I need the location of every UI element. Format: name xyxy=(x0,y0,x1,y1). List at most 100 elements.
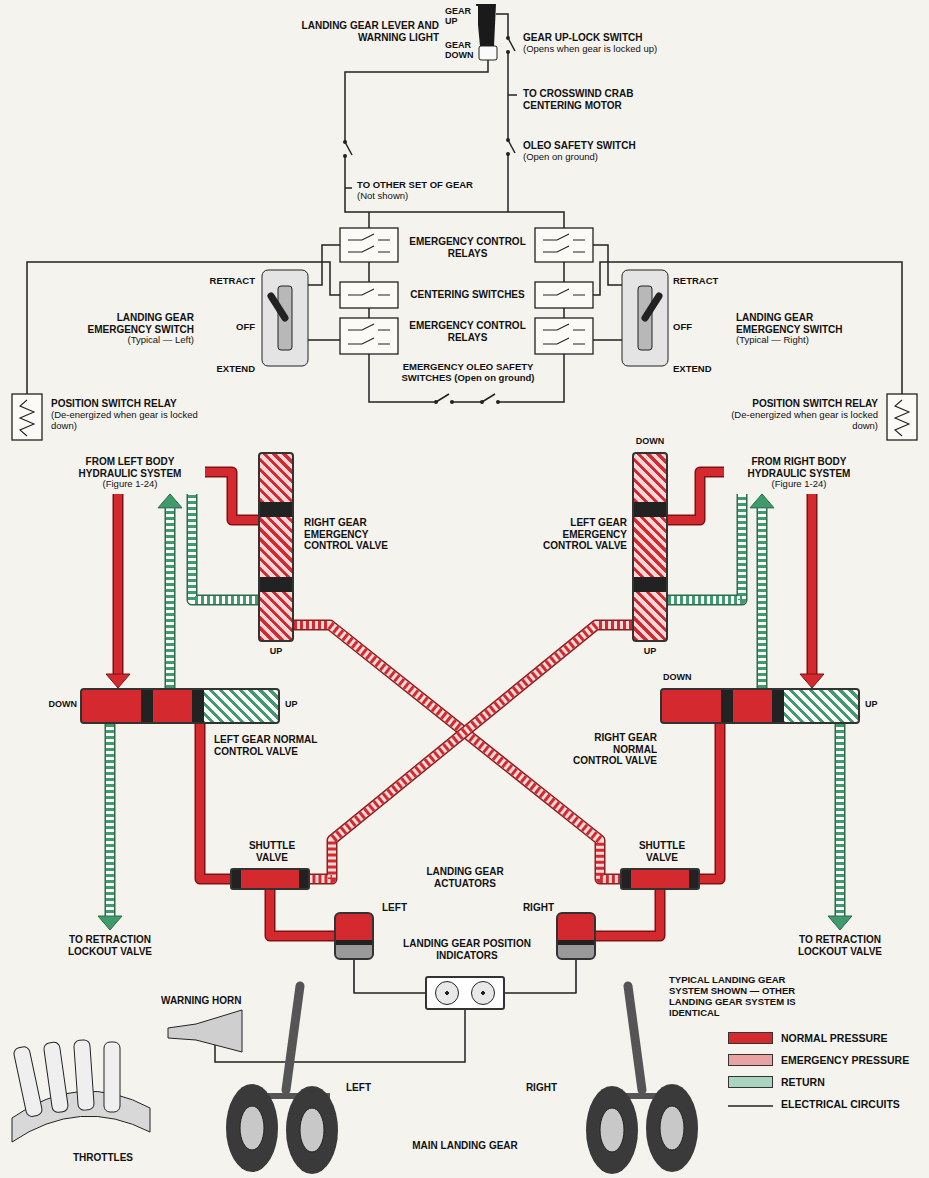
component-label: LEFT GEAR EMERGENCY CONTROL VALVE xyxy=(522,517,627,552)
legend-row: ELECTRICAL CIRCUITS xyxy=(728,1098,900,1110)
relay-contacts xyxy=(20,400,34,436)
emergency-switch xyxy=(622,270,668,366)
callout-label: TO OTHER SET OF GEAR xyxy=(356,180,496,191)
return-line xyxy=(192,494,258,600)
throttles xyxy=(13,1046,43,1118)
callout-label: THROTTLES xyxy=(72,1152,162,1164)
control-wiring xyxy=(507,52,509,140)
return-line xyxy=(840,724,841,916)
relay-box xyxy=(12,394,42,440)
return-line xyxy=(757,508,768,688)
normal-pressure-line xyxy=(700,724,720,879)
return-line xyxy=(166,508,174,688)
gear-lever xyxy=(476,4,497,60)
callout-label: EMERGENCY CONTROL RELAYS xyxy=(405,236,530,259)
component-label: SHUTTLE VALVE xyxy=(242,840,302,863)
switch-contact xyxy=(506,138,510,142)
source-title: FROM RIGHT BODY HYDRAULIC SYSTEM xyxy=(728,456,870,479)
callout-label: POSITION SWITCH RELAY xyxy=(50,398,225,410)
main-landing-gear xyxy=(286,986,300,1090)
relay-box xyxy=(340,282,398,308)
control-wiring xyxy=(345,60,488,142)
normal-pressure-line xyxy=(668,472,724,520)
throttles xyxy=(43,1042,69,1114)
callout-label: DOWN xyxy=(662,672,702,682)
callout-label: POSITION SWITCH RELAY xyxy=(704,398,879,410)
normal-pressure-line xyxy=(118,494,119,674)
switch-contact xyxy=(506,152,510,156)
source-title: TO RETRACTION LOCKOUT VALVE xyxy=(794,934,886,957)
normal-pressure-line xyxy=(668,472,724,520)
normal-pressure-line xyxy=(270,890,334,936)
control-wiring xyxy=(345,187,352,189)
main-landing-gear xyxy=(286,1086,338,1174)
electrical-wire xyxy=(354,960,425,993)
return-line xyxy=(192,494,258,600)
throttles xyxy=(104,1042,120,1112)
hydraulic-source: FROM RIGHT BODY HYDRAULIC SYSTEM(Figure … xyxy=(724,452,874,494)
callout-label: GEAR DOWN xyxy=(444,40,478,61)
switch-contact xyxy=(506,50,510,54)
switch-contact xyxy=(343,154,347,158)
return-line xyxy=(106,724,114,916)
normal-pressure-line xyxy=(700,724,720,879)
component-label: LANDING GEAR POSITION INDICATORS xyxy=(397,938,537,961)
callout-label: (Typical — Left) xyxy=(70,335,195,346)
hydraulic-source: TO RETRACTION LOCKOUT VALVE xyxy=(60,930,160,961)
return-line xyxy=(668,494,742,600)
relay-contacts xyxy=(348,234,390,252)
normal-pressure-line xyxy=(205,472,258,520)
electrical-wire xyxy=(354,960,425,993)
relay-contacts xyxy=(895,400,909,436)
return-line xyxy=(836,724,844,916)
switch-contact xyxy=(450,400,454,404)
return-line xyxy=(105,724,116,916)
callout-label: (Opens when gear is locked up) xyxy=(522,44,722,55)
return-line xyxy=(165,508,176,688)
legend-swatch xyxy=(728,1076,773,1088)
normal-pressure-line xyxy=(812,494,813,674)
control-wiring xyxy=(368,212,370,228)
indicator-dial xyxy=(435,981,459,1005)
callout-label: TYPICAL LANDING GEAR SYSTEM SHOWN — OTHE… xyxy=(668,975,818,1019)
gear-actuator: RIGHT xyxy=(556,912,596,960)
callout-label: EXTEND xyxy=(198,364,256,375)
callout-label: OFF xyxy=(672,322,714,333)
gear-lever xyxy=(479,46,497,60)
return-line xyxy=(106,724,114,916)
callout-label: CENTERING SWITCHES xyxy=(405,289,530,301)
emergency-control-valve: LEFT GEAR EMERGENCY CONTROL VALVE xyxy=(632,452,668,642)
normal-pressure-line xyxy=(270,890,334,936)
legend-line-sample xyxy=(728,1100,773,1112)
callout-label: DOWN xyxy=(630,436,670,446)
relay-box xyxy=(887,394,917,440)
callout-label: UP xyxy=(864,699,894,709)
relay-contacts xyxy=(543,234,585,252)
electrical-wire xyxy=(505,960,576,993)
return-line xyxy=(762,508,763,688)
legend-row: RETURN xyxy=(728,1076,825,1088)
gear-lever xyxy=(476,4,496,46)
emergency-switch xyxy=(262,270,668,366)
return-line xyxy=(170,508,171,688)
callout-label: MAIN LANDING GEAR xyxy=(385,1140,545,1152)
main-landing-gear xyxy=(300,1108,324,1152)
relay-contacts xyxy=(348,324,390,344)
control-wiring xyxy=(27,262,340,394)
return-line xyxy=(836,724,844,916)
callout-label: UP xyxy=(284,699,310,709)
shuttle-valve: SHUTTLE VALVE xyxy=(620,868,700,890)
hydraulic-source: TO RETRACTION LOCKOUT VALVE xyxy=(790,930,890,961)
control-wiring xyxy=(27,14,902,1062)
callout-label: OLEO SAFETY SWITCH xyxy=(522,140,682,152)
normal-pressure-line xyxy=(596,890,660,936)
hydraulic-source: FROM LEFT BODY HYDRAULIC SYSTEM(Figure 1… xyxy=(55,452,205,494)
source-reference: (Figure 1-24) xyxy=(59,479,201,490)
legend-line-sample xyxy=(728,1105,773,1107)
return-line xyxy=(166,508,174,688)
normal-pressure-line xyxy=(808,494,816,674)
normal-pressure-line xyxy=(205,472,258,520)
component-label: LEFT xyxy=(382,902,422,914)
switch-contact xyxy=(480,400,484,404)
